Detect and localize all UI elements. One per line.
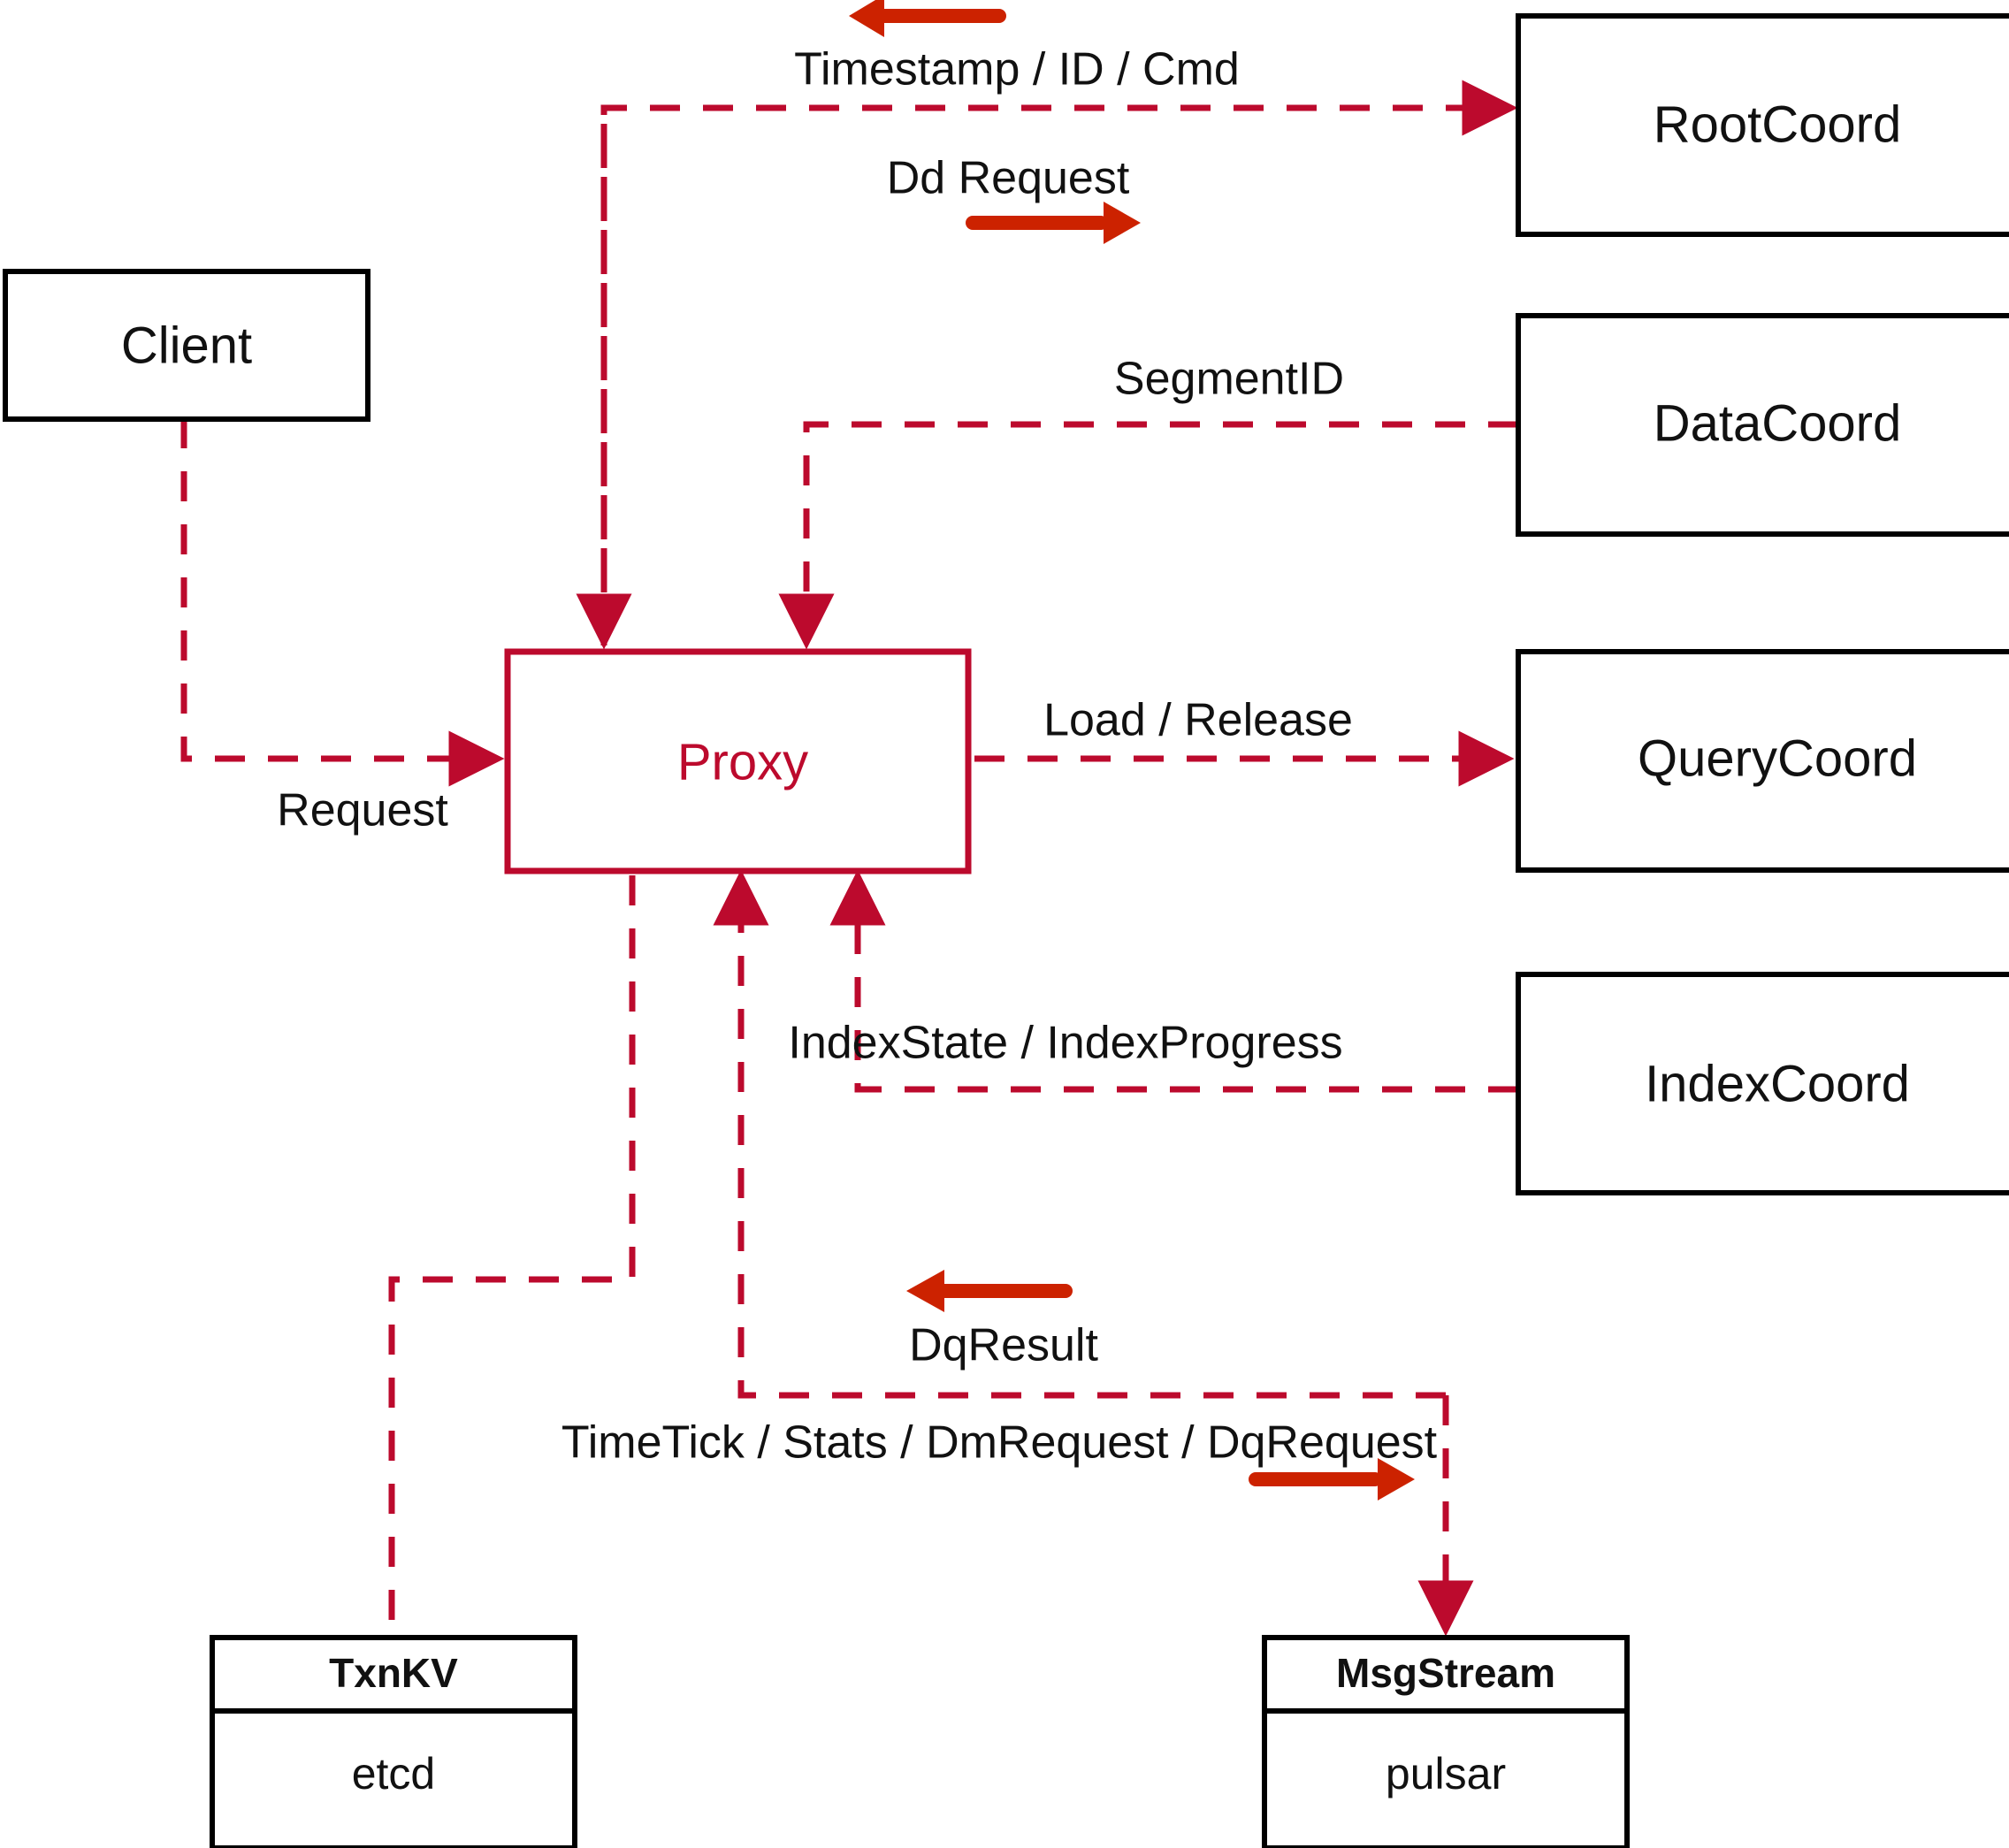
flow-client-to-proxy <box>180 418 505 787</box>
direction-arrow-dqresult <box>906 1270 1073 1312</box>
direction-arrow-timestamp <box>849 0 1006 37</box>
edge-label-dqresult: DqResult <box>909 1320 1098 1371</box>
edge-label-load-release: Load / Release <box>1043 695 1353 746</box>
node-datacoord-label: DataCoord <box>1654 394 1901 452</box>
node-msgstream-body: pulsar <box>1386 1749 1506 1798</box>
node-proxy-label: Proxy <box>677 733 808 790</box>
edge-label-index-state: IndexState / IndexProgress <box>788 1018 1342 1069</box>
node-indexcoord-label: IndexCoord <box>1645 1055 1910 1112</box>
edge-label-request: Request <box>277 785 448 836</box>
flow-msgstream-to-proxy <box>713 869 1446 1399</box>
node-rootcoord-label: RootCoord <box>1654 95 1901 153</box>
node-datacoord[interactable] <box>1516 313 2009 537</box>
edge-label-dd-request: Dd Request <box>887 153 1130 204</box>
edge-label-timestamp: Timestamp / ID / Cmd <box>794 44 1240 95</box>
node-rootcoord[interactable] <box>1516 13 2009 237</box>
node-txnkv-body: etcd <box>352 1749 436 1798</box>
node-proxy[interactable] <box>504 648 972 874</box>
flow-proxy-to-txnkv <box>388 875 636 1638</box>
flow-datacoord-to-proxy <box>778 421 1518 650</box>
node-querycoord-label: QueryCoord <box>1638 729 1917 787</box>
direction-arrow-dd-request <box>966 202 1141 244</box>
edge-label-timetick: TimeTick / Stats / DmRequest / DqRequest <box>561 1417 1438 1469</box>
node-msgstream-header: MsgStream <box>1336 1650 1555 1696</box>
node-client-label: Client <box>121 317 252 374</box>
node-msgstream[interactable] <box>1262 1635 1630 1848</box>
flow-indexcoord-to-proxy <box>829 869 1518 1093</box>
node-txnkv[interactable] <box>210 1635 577 1848</box>
node-indexcoord[interactable] <box>1516 972 2009 1195</box>
edge-label-segmentid: SegmentID <box>1114 354 1344 405</box>
node-querycoord[interactable] <box>1516 649 2009 873</box>
node-txnkv-header: TxnKV <box>329 1650 458 1696</box>
node-client[interactable] <box>3 269 370 422</box>
direction-arrow-timetick <box>1249 1458 1415 1501</box>
